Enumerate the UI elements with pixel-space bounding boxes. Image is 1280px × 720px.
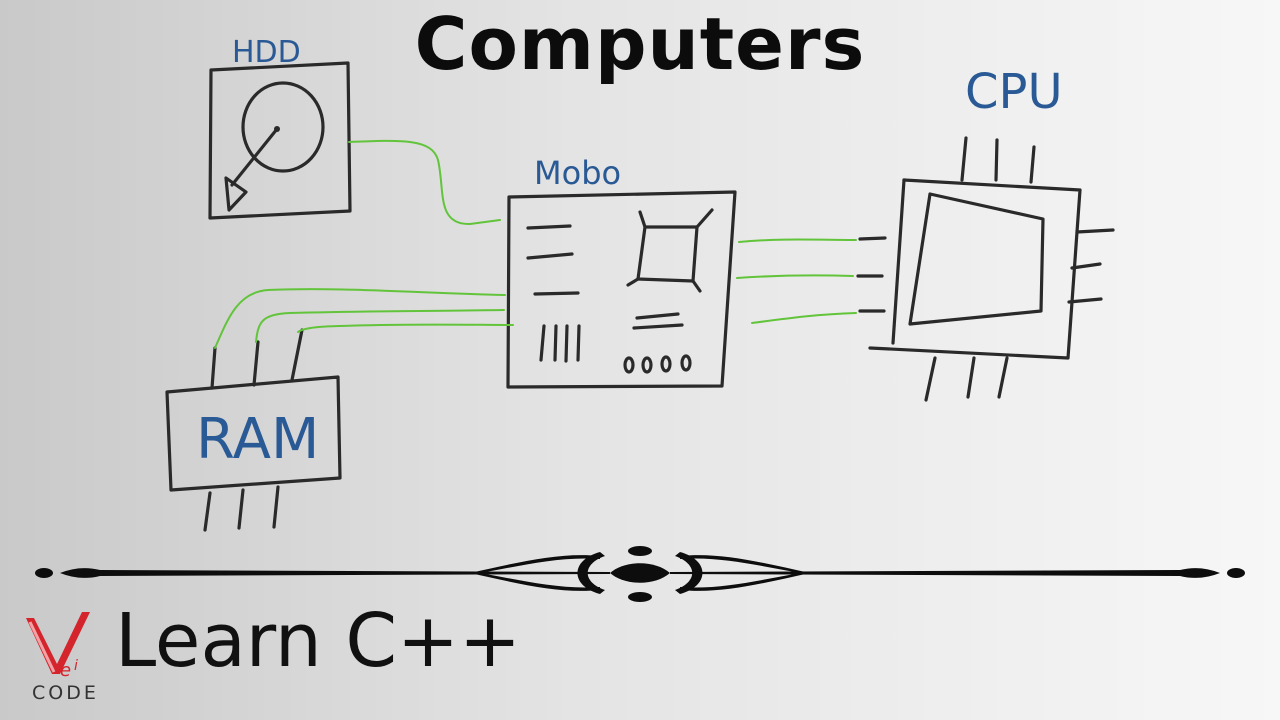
mobo-label: Mobo bbox=[534, 154, 621, 192]
hdd-label: HDD bbox=[232, 35, 301, 70]
motherboard-socket bbox=[636, 225, 699, 283]
vei-code-logo-icon: e i bbox=[26, 612, 90, 681]
svg-text:e: e bbox=[60, 660, 71, 681]
mobo-cpu-wire-1 bbox=[738, 238, 857, 243]
hdd-casing bbox=[208, 61, 352, 220]
hdd-platter bbox=[241, 81, 325, 173]
page-title: Computers bbox=[414, 2, 866, 86]
bus-connections bbox=[214, 139, 857, 349]
ornamental-divider bbox=[35, 546, 1245, 602]
hdd-mobo-wire bbox=[348, 139, 501, 226]
cpu-component: CPU bbox=[856, 64, 1115, 402]
ram-mobo-wire-3 bbox=[297, 323, 514, 333]
course-title: Learn C++ bbox=[115, 598, 522, 684]
logo-wordmark: CODE bbox=[32, 682, 99, 704]
hdd-arm bbox=[230, 127, 279, 187]
cpu-die bbox=[908, 192, 1045, 326]
mobo-cpu-wire-2 bbox=[736, 274, 854, 279]
hdd-head bbox=[224, 176, 248, 212]
ram-component: RAM bbox=[165, 328, 342, 532]
ram-mobo-wire-1 bbox=[214, 288, 506, 349]
motherboard-board bbox=[506, 190, 737, 389]
ram-mobo-wire-2 bbox=[255, 309, 505, 343]
ram-module bbox=[165, 375, 342, 492]
cpu-label: CPU bbox=[965, 64, 1063, 120]
ram-label: RAM bbox=[196, 407, 319, 472]
mobo-cpu-wire-3 bbox=[751, 312, 857, 324]
cpu-package-outline bbox=[868, 178, 1082, 360]
hdd-component: HDD bbox=[208, 35, 352, 220]
motherboard-component: Mobo bbox=[506, 154, 737, 389]
svg-text:i: i bbox=[74, 658, 78, 674]
